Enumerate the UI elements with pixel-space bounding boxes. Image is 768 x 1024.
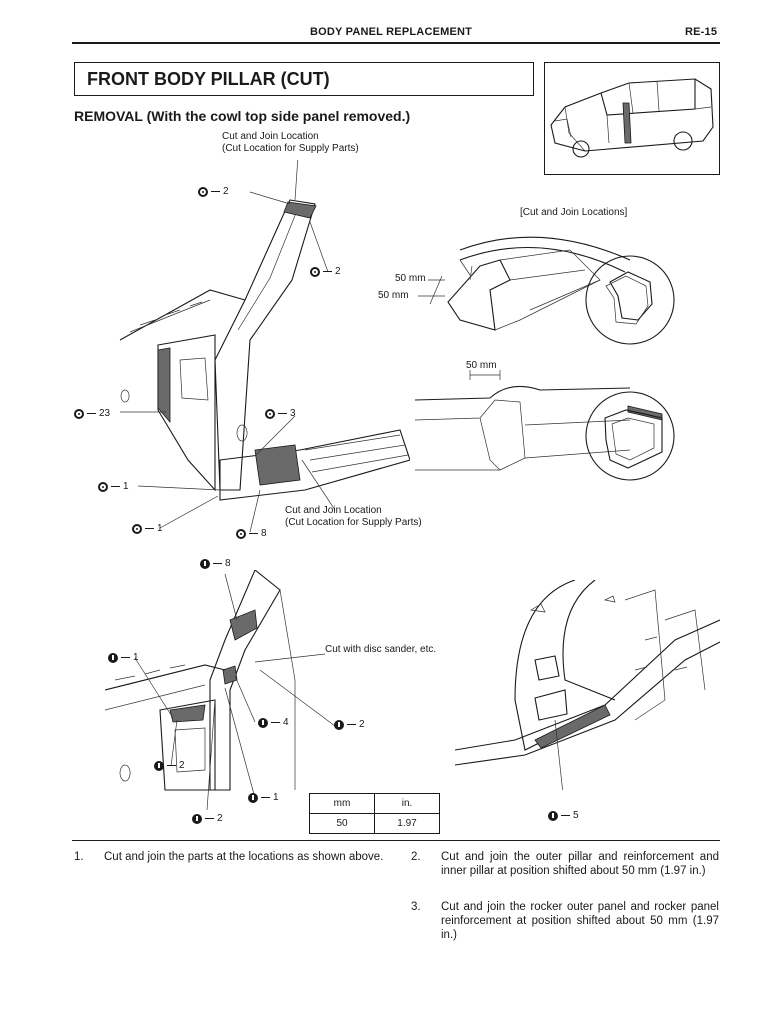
cut-note: Cut with disc sander, etc. — [325, 644, 437, 655]
dim-label-lower: 50 mm — [466, 360, 497, 371]
weld-icon — [154, 760, 164, 771]
table-header-mm: mm — [309, 793, 375, 814]
detail-heading: [Cut and Join Locations] — [520, 207, 628, 218]
conversion-table: mm in. 50 1.97 — [309, 793, 440, 834]
dim-label-upper-1: 50 mm — [395, 273, 426, 284]
spot-weld-icon — [198, 186, 208, 197]
weld-callout: 4 — [258, 717, 289, 728]
weld-icon — [248, 792, 258, 803]
weld-callout: 1 — [132, 523, 163, 534]
weld-callout: 2 — [192, 813, 223, 824]
step-3: 3. Cut and join the rocker outer panel a… — [411, 901, 719, 941]
step-1: 1. Cut and join the parts at the locatio… — [74, 851, 384, 863]
spot-weld-icon — [74, 408, 84, 419]
weld-icon — [334, 719, 344, 730]
front-pillar-diagram — [119, 160, 410, 533]
weld-callout: 2 — [334, 719, 365, 730]
steps-rule — [72, 840, 720, 841]
removal-subheading: REMOVAL (With the cowl top side panel re… — [74, 108, 411, 124]
cut-join-label-top: Cut and Join Location (Cut Location for … — [222, 131, 359, 154]
weld-callout: 23 — [74, 408, 110, 419]
cut-join-detail-diagram — [414, 236, 675, 481]
weld-callout: 2 — [154, 760, 185, 771]
table-cell-in: 1.97 — [374, 813, 440, 834]
pillar-cut-diagram — [105, 570, 336, 811]
vehicle-illustration — [550, 78, 714, 158]
table-cell-mm: 50 — [309, 813, 375, 834]
header-rule — [72, 42, 720, 44]
dim-label-upper-2: 50 mm — [378, 290, 409, 301]
spot-weld-icon — [265, 408, 275, 419]
spot-weld-icon — [132, 523, 142, 534]
weld-callout: 5 — [548, 810, 579, 821]
weld-callout: 1 — [98, 481, 129, 492]
weld-icon — [108, 652, 118, 663]
weld-callout: 3 — [265, 408, 296, 419]
weld-callout: 8 — [200, 558, 231, 569]
weld-callout: 2 — [310, 266, 341, 277]
weld-callout: 1 — [248, 792, 279, 803]
step-2: 2. Cut and join the outer pillar and rei… — [411, 851, 719, 877]
weld-icon — [548, 810, 558, 821]
section-header: BODY PANEL REPLACEMENT — [310, 26, 473, 38]
rocker-cut-diagram — [455, 580, 720, 790]
title-box: FRONT BODY PILLAR (CUT) — [74, 62, 534, 96]
weld-callout: 2 — [198, 186, 229, 197]
weld-callout: 1 — [108, 652, 139, 663]
spot-weld-icon — [236, 528, 246, 539]
weld-icon — [258, 717, 268, 728]
spot-weld-icon — [98, 481, 108, 492]
cut-join-label-bottom: Cut and Join Location (Cut Location for … — [285, 505, 422, 528]
table-header-in: in. — [374, 793, 440, 814]
page-title: FRONT BODY PILLAR (CUT) — [87, 69, 330, 89]
weld-callout: 8 — [236, 528, 267, 539]
spot-weld-icon — [310, 266, 320, 277]
vehicle-location-thumbnail — [544, 62, 720, 175]
weld-icon — [192, 813, 202, 824]
weld-icon — [200, 558, 210, 569]
page-number: RE-15 — [685, 26, 718, 38]
